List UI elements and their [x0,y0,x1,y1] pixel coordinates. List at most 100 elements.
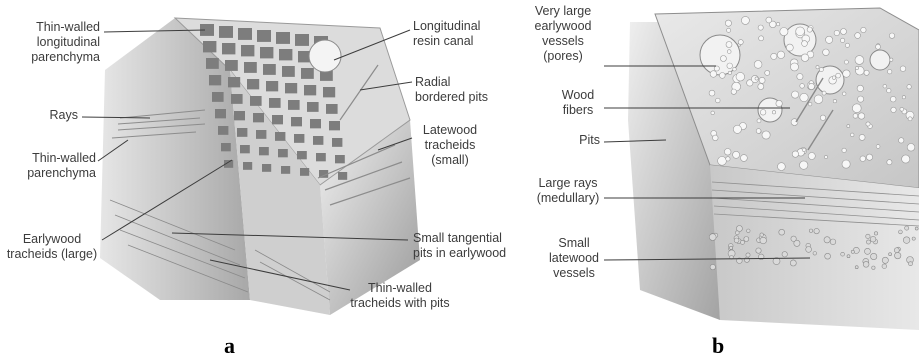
small-vessel [733,151,740,158]
small-vessel [842,148,846,152]
small-vessel [891,107,896,112]
tracheid-cell [295,34,309,46]
tracheid-cell [221,143,231,151]
latewood-vessel [915,227,918,230]
tracheid-cell [300,168,309,176]
tracheid-cell [215,109,226,118]
small-vessel [824,155,827,158]
tracheid-cell [238,28,252,40]
small-vessel [760,110,766,116]
latewood-vessel [813,252,817,256]
latewood-vessel [871,253,877,259]
latewood-vessel [889,253,892,256]
small-vessel [807,27,812,32]
small-vessel [725,20,731,26]
tracheid-cell [231,94,243,104]
latewood-vessel [830,239,836,245]
small-vessel [890,58,893,61]
latewood-vessel [734,238,739,243]
tracheid-cell [222,43,235,54]
tracheid-cell [247,79,259,89]
small-vessel [727,28,731,32]
latewood-vessel [874,232,877,235]
latewood-vessel [866,234,870,238]
small-vessel [847,125,850,128]
small-vessel [719,73,725,79]
latewood-vessel [746,253,750,257]
small-vessel [899,138,904,143]
small-vessel [866,154,872,160]
latewood-vessel [709,234,716,241]
small-vessel [772,111,775,114]
small-vessel [866,122,870,126]
tracheid-cell [243,162,252,170]
small-vessel [858,113,864,119]
small-vessel [850,133,854,137]
small-vessel [759,36,764,41]
latewood-vessel [870,236,876,242]
latewood-vessel [814,228,819,233]
tracheid-cell [269,98,281,108]
latewood-vessel [872,266,875,269]
small-vessel [741,155,748,162]
small-vessel [887,160,892,165]
small-vessel [792,91,799,98]
label-small-latewood-vessels: Small latewood vessels [545,236,603,281]
tracheid-cell [259,147,269,155]
small-vessel [808,153,815,160]
tracheid-cell [304,85,316,95]
label-wood-fibers: Wood fibers [555,88,601,118]
small-vessel [814,95,823,104]
latewood-vessel [779,229,785,235]
small-vessel [844,60,848,64]
tracheid-cell [260,47,273,58]
tracheid-cell [338,172,347,180]
small-vessel [778,163,786,171]
small-vessel [836,73,841,78]
latewood-vessel [912,237,915,240]
small-vessel [720,56,726,62]
small-vessel [819,68,823,72]
small-vessel [759,77,765,83]
tracheid-cell [209,75,221,85]
panel-label-b: b [712,333,724,359]
latewood-vessel [894,248,899,253]
small-vessel [900,66,906,72]
small-vessel [864,70,869,75]
latewood-vessel [741,240,745,244]
small-vessel [731,89,736,94]
tracheid-cell [256,130,266,139]
small-vessel [887,88,891,92]
latewood-vessel [851,250,854,253]
small-vessel [765,70,770,75]
latewood-vessel [825,253,831,259]
small-vessel [822,91,826,95]
small-vessel [800,161,808,169]
tracheid-cell [310,119,321,128]
tracheid-cell [297,151,307,159]
tracheid-cell [262,164,271,172]
tracheid-cell [288,100,300,110]
tracheid-cell [240,145,250,153]
small-vessel [776,100,782,106]
latewood-vessel [847,255,850,258]
tracheid-cell [281,166,290,174]
hardwood-ray-face [710,165,919,330]
label-latewood-tracheids: Latewood tracheids (small) [410,123,490,168]
latewood-vessel [710,264,715,269]
tracheid-cell [313,136,323,145]
small-vessel [900,107,904,111]
tracheid-cell [228,77,240,87]
small-vessel [840,38,844,42]
label-very-large-earlywood-vessels: Very large earlywood vessels (pores) [525,4,601,64]
tracheid-cell [329,121,340,130]
small-vessel [853,114,858,119]
small-vessel [823,49,830,56]
small-vessel [786,44,793,51]
small-vessel [845,43,849,47]
latewood-vessel [905,226,909,230]
small-vessel [713,135,719,141]
tracheid-cell [225,60,238,71]
small-vessel [777,51,784,58]
small-vessel [762,131,770,139]
